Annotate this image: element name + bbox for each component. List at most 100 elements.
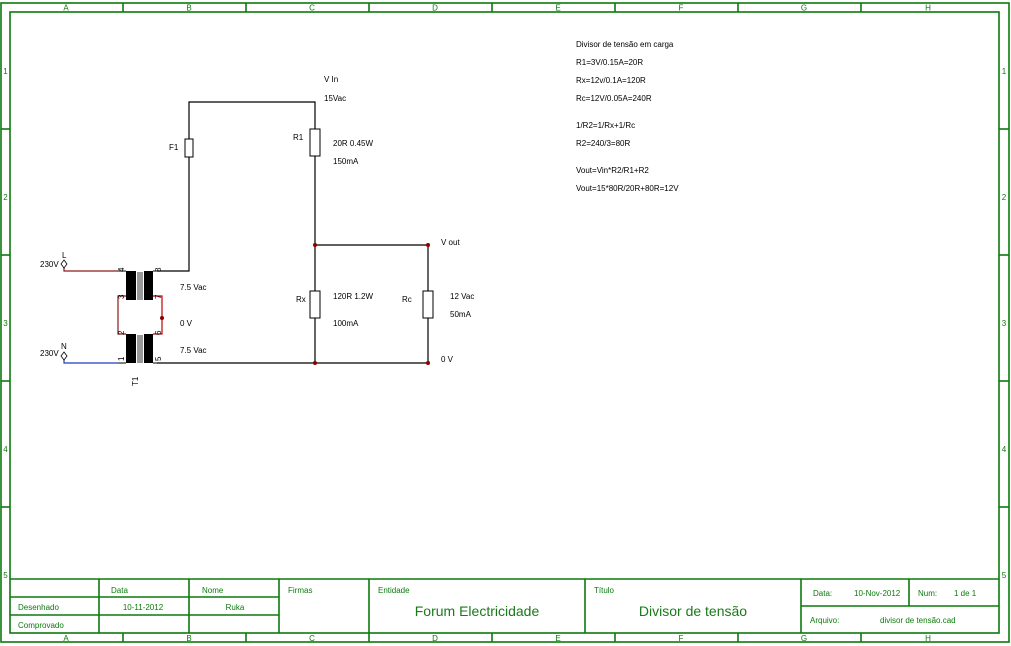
resistor-rc	[422, 290, 434, 319]
input-voltage: 230V	[40, 260, 59, 269]
vin-value: 15Vac	[324, 94, 346, 103]
col-label: F	[679, 4, 684, 13]
row-labels-right: 1 2 3 4 5	[1002, 67, 1007, 580]
col-label: A	[63, 634, 69, 643]
rx-current: 100mA	[333, 319, 359, 328]
note-line: Rx=12v/0.1A=120R	[576, 76, 646, 85]
entidade-label: Entidade	[378, 586, 410, 595]
wire-primary-link	[117, 295, 126, 335]
firmas-label: Firmas	[288, 586, 312, 595]
wire-vout-rail	[315, 244, 429, 363]
col-label: C	[309, 4, 315, 13]
row-label: 1	[3, 67, 8, 76]
note-line: Divisor de tensão em carga	[576, 40, 674, 49]
column-labels-bottom: A B C D E F G H	[63, 634, 931, 643]
junction-dot	[313, 361, 317, 365]
row-label: 5	[3, 571, 8, 580]
desenhado-label: Desenhado	[18, 603, 59, 612]
pin-label: 7	[154, 294, 163, 299]
row-label: 2	[3, 193, 8, 202]
wires	[63, 101, 429, 364]
note-line: Vout=Vin*R2/R1+R2	[576, 166, 649, 175]
data-label: Data:	[813, 589, 832, 598]
pin-label: 1	[117, 356, 126, 361]
titulo-value: Divisor de tensão	[639, 603, 747, 619]
col-label: D	[432, 634, 438, 643]
col-label: B	[186, 4, 191, 13]
inner-frame	[9, 11, 1000, 634]
title-block: Data Nome Firmas Desenhado 10-11-2012 Ru…	[10, 578, 999, 633]
center-tap-voltage: 0 V	[180, 319, 193, 328]
pin-label: 3	[117, 294, 126, 299]
r1-spec: 20R 0.45W	[333, 139, 373, 148]
arquivo-label: Arquivo:	[810, 616, 839, 625]
pin-label: 2	[117, 330, 126, 335]
pin-label: 6	[154, 330, 163, 335]
header-nome: Nome	[202, 586, 224, 595]
num-label: Num:	[918, 589, 937, 598]
rc-current: 50mA	[450, 310, 472, 319]
fuse-label: F1	[169, 143, 179, 152]
col-label: G	[801, 4, 807, 13]
comprovado-label: Comprovado	[18, 621, 64, 630]
rc-label: Rc	[402, 295, 412, 304]
junction-dot	[426, 361, 430, 365]
wire-secondary-link	[153, 295, 163, 335]
input-neutral: 230V N	[40, 342, 68, 361]
desenhado-name: Ruka	[226, 603, 245, 612]
note-line: Vout=15*80R/20R+80R=12V	[576, 184, 679, 193]
row-label: 5	[1002, 571, 1007, 580]
transformer-winding	[144, 334, 153, 363]
rx-label: Rx	[296, 295, 306, 304]
col-label: D	[432, 4, 438, 13]
junction-dot	[313, 243, 317, 247]
row-label: 3	[1002, 319, 1007, 328]
resistor-r1	[309, 128, 321, 157]
vin-label: V In	[324, 75, 338, 84]
upper-secondary-voltage: 7.5 Vac	[180, 283, 207, 292]
row-labels-left: 1 2 3 4 5	[3, 67, 8, 580]
junctions	[160, 243, 430, 365]
input-voltage: 230V	[40, 349, 59, 358]
junction-dot	[160, 316, 164, 320]
transformer-winding	[126, 271, 136, 300]
col-label: F	[679, 634, 684, 643]
row-label: 4	[3, 445, 8, 454]
wire-neutral	[63, 359, 118, 364]
col-label: E	[555, 4, 560, 13]
titulo-label: Título	[594, 586, 615, 595]
note-line: R2=240/3=80R	[576, 139, 630, 148]
note-line: 1/R2=1/Rx+1/Rc	[576, 121, 635, 130]
header-data: Data	[111, 586, 128, 595]
transformer-winding	[126, 334, 136, 363]
column-dividers	[122, 3, 862, 642]
junction-dot	[426, 243, 430, 247]
r1-current: 150mA	[333, 157, 359, 166]
transformer-t1: 1 2 3 4 5 6 7 8 T1	[117, 267, 163, 386]
data-value: 10-Nov-2012	[854, 589, 901, 598]
num-value: 1 de 1	[954, 589, 977, 598]
row-label: 2	[1002, 193, 1007, 202]
col-label: E	[555, 634, 560, 643]
desenhado-date: 10-11-2012	[123, 603, 164, 612]
wire-vin-rail	[157, 101, 316, 363]
pin-label: 8	[154, 267, 163, 272]
col-label: A	[63, 4, 69, 13]
rc-voltage: 12 Vac	[450, 292, 474, 301]
input-terminal: N	[61, 342, 67, 351]
wire-live	[63, 267, 118, 272]
note-line: Rc=12V/0.05A=240R	[576, 94, 652, 103]
column-labels-top: A B C D E F G H	[63, 4, 931, 13]
vout-label: V out	[441, 238, 460, 247]
rx-spec: 120R 1.2W	[333, 292, 373, 301]
row-label: 3	[3, 319, 8, 328]
input-terminal: L	[62, 251, 67, 260]
resistor-rx	[309, 290, 321, 319]
lower-secondary-voltage: 7.5 Vac	[180, 346, 207, 355]
transformer-label: T1	[131, 376, 140, 386]
pin-label: 5	[154, 356, 163, 361]
pin-label: 4	[117, 267, 126, 272]
col-label: G	[801, 634, 807, 643]
entidade-value: Forum Electricidade	[415, 603, 540, 619]
